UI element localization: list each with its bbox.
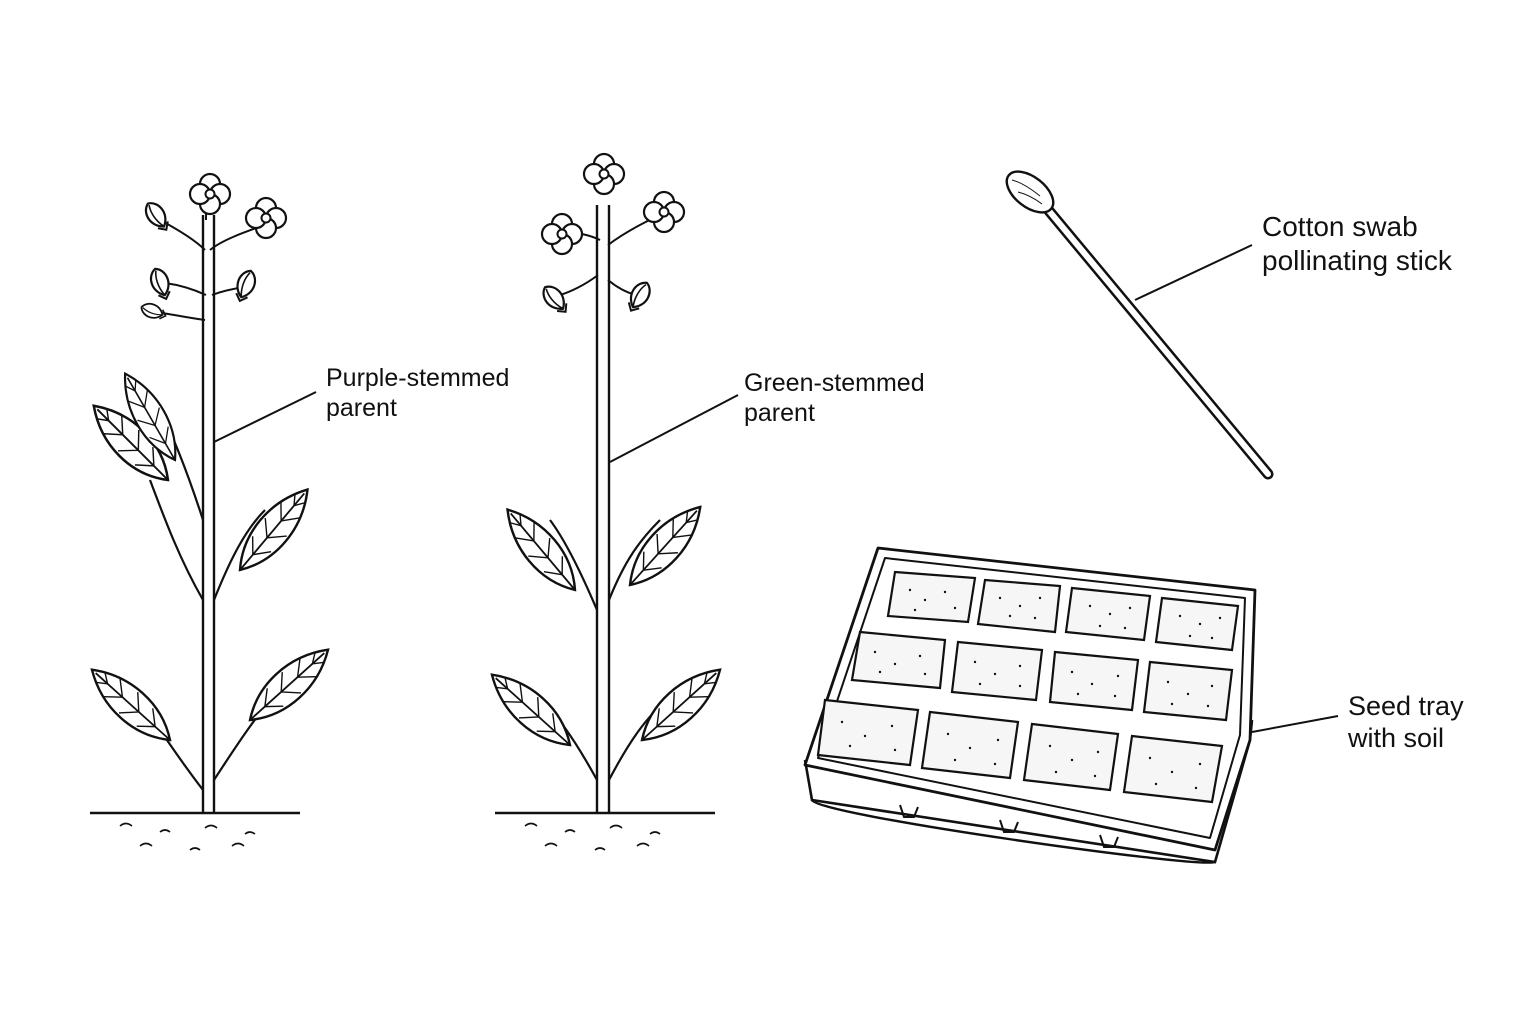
swab-leader-line: [1134, 244, 1253, 301]
green-leader-line: [609, 394, 739, 463]
flower-icon: [188, 172, 232, 216]
cotton-swab-label-line1: Cotton swab: [1262, 211, 1418, 242]
cotton-swab-label: Cotton swab pollinating stick: [1262, 210, 1452, 277]
leaf-icon: [79, 656, 183, 754]
cotton-swab-icon: [1005, 170, 1274, 480]
purple-stemmed-plant: [79, 172, 341, 851]
bud-icon: [537, 280, 574, 319]
bud-icon: [140, 197, 175, 236]
purple-parent-label-line1: Purple-stemmed: [326, 364, 510, 392]
leaf-icon: [493, 497, 589, 602]
cotton-swab-label-line2: pollinating stick: [1262, 244, 1452, 276]
purple-leader-line: [213, 391, 317, 443]
seed-tray-icon: [803, 546, 1339, 864]
soil-speckles: [840, 588, 1222, 790]
flower-icon: [244, 196, 288, 240]
purple-parent-label-line2: parent: [326, 394, 397, 422]
green-parent-label: Green-stemmed parent: [744, 368, 925, 428]
bud-icon: [230, 266, 260, 305]
green-parent-label-line2: parent: [744, 399, 815, 427]
leaf-icon: [629, 656, 733, 754]
flower-icon: [540, 212, 584, 256]
green-stemmed-plant: [479, 152, 739, 851]
bud-icon: [138, 300, 169, 324]
green-parent-label-line1: Green-stemmed: [744, 369, 925, 397]
seed-tray-label: Seed tray with soil: [1348, 690, 1464, 755]
bud-icon: [622, 277, 656, 316]
leaf-icon: [616, 494, 714, 598]
seed-tray-label-line1: Seed tray: [1348, 691, 1464, 721]
flower-icon: [642, 190, 686, 234]
leaf-icon: [237, 636, 341, 734]
purple-main-stem: [201, 215, 216, 812]
leaf-icon: [479, 661, 583, 759]
flower-icon: [582, 152, 626, 196]
green-main-stem: [595, 205, 611, 812]
seed-tray-label-line2: with soil: [1348, 723, 1445, 754]
purple-parent-label: Purple-stemmed parent: [326, 363, 509, 423]
leaf-icon: [226, 477, 322, 582]
tray-leader-line: [1251, 715, 1339, 733]
